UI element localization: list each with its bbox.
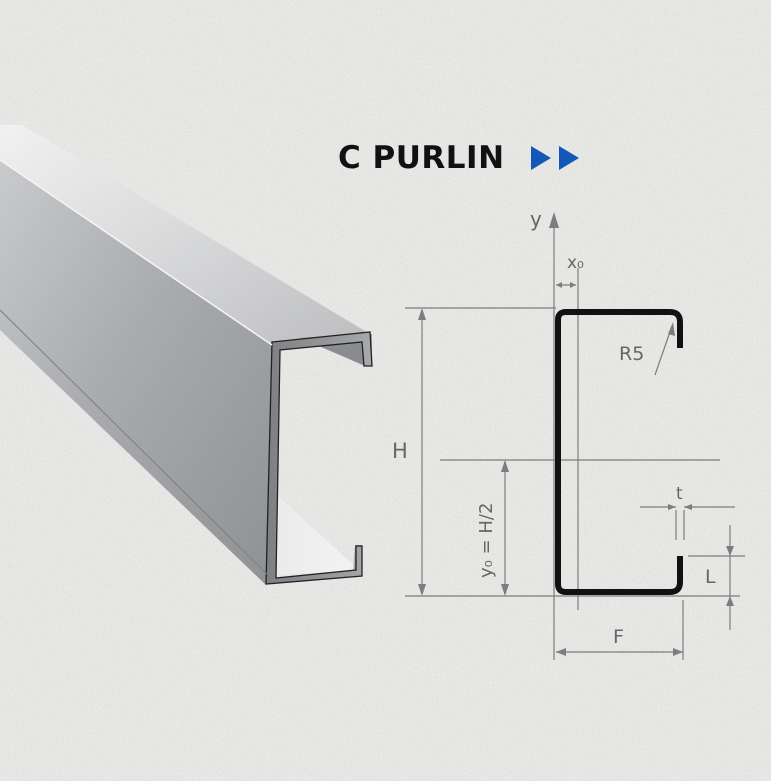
thickness-label: t [676, 484, 683, 504]
lip-label: L [705, 566, 716, 588]
cross-section-drawing [405, 212, 745, 660]
y-axis-arrow-icon [549, 212, 559, 228]
purlin-edge-shadow [0, 309, 269, 576]
y0-label: y₀ = H/2 [476, 503, 497, 578]
purlin-top-flange [0, 125, 370, 345]
title-group: C PURLIN [338, 136, 587, 180]
purlin-3d-render [0, 125, 373, 585]
y-axis-label: y [530, 207, 542, 231]
arrow-right-icon [530, 146, 551, 170]
purlin-web [0, 160, 272, 585]
radius-label: R5 [619, 343, 644, 365]
height-label: H [392, 439, 408, 463]
double-arrow-right-icon [530, 146, 587, 170]
page-title: C PURLIN [338, 140, 505, 176]
flange-label: F [613, 626, 624, 648]
arrow-right-icon [558, 146, 579, 170]
purlin-edge-highlight [0, 159, 273, 346]
c-profile-section [555, 309, 683, 595]
x0-label: x₀ [567, 253, 584, 273]
purlin-end-section [265, 331, 373, 585]
